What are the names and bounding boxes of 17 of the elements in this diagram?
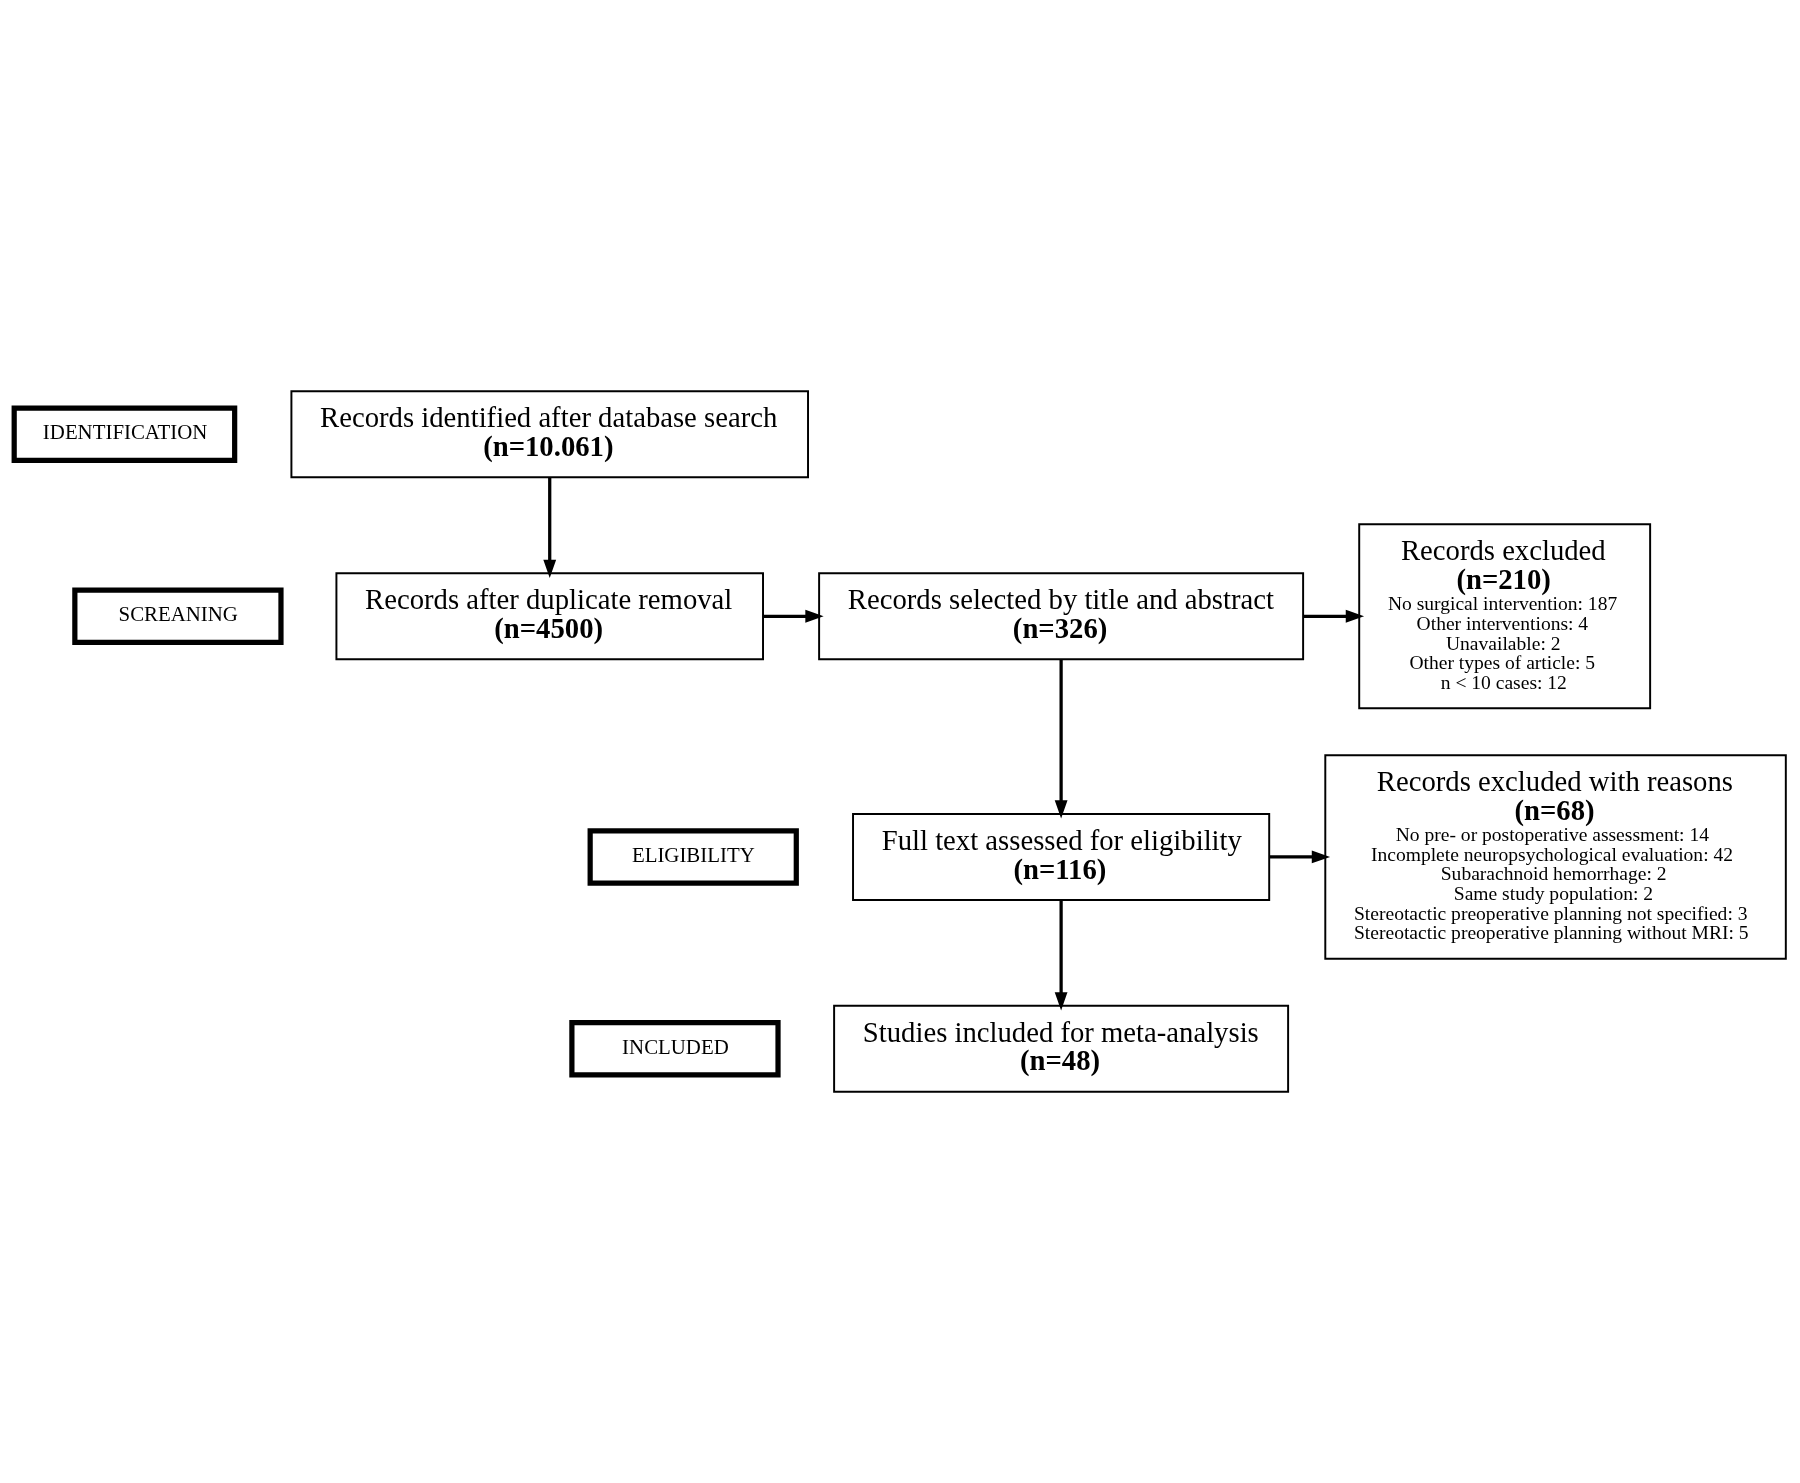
node-box: Records selected by title and abstract (n=326) (818, 572, 1305, 661)
node-box: ELIGIBILITY (587, 828, 799, 886)
node-box: Records identified after database search (n=10.061) (290, 390, 809, 479)
node-box: INCLUDED (569, 1020, 781, 1078)
arrow (1269, 850, 1331, 864)
node-box: SCREANING (72, 587, 284, 645)
arrow (543, 477, 557, 579)
node-box: Full text assessed for eligibility (n=116) (852, 812, 1271, 901)
arrow (1054, 900, 1068, 1011)
node-box: Studies included for meta-analysis (n=48) (833, 1004, 1290, 1093)
node-box: Records after duplicate removal (n=4500) (335, 572, 764, 661)
arrow (1303, 609, 1365, 623)
arrow (1054, 659, 1068, 819)
arrow (763, 609, 824, 623)
node-box: Records excluded with reasons (n=68) No pre- or postoperative assessment: 14 Incomplete neuropsychological evaluation: 42 Subarachnoid hemorrhage: 2 Same study population: 2 Stereotactic preoperative planning not specified: 3 Stereotactic preoperative planning without MRI: 5 (1324, 754, 1787, 960)
node-box: IDENTIFICATION (11, 405, 238, 463)
node-box: Records excluded (n=210) No surgical intervention: 187 Other interventions: 4 Unavailable: 2 Other types of article: 5 n < 10 cases: 12 (1358, 523, 1652, 710)
